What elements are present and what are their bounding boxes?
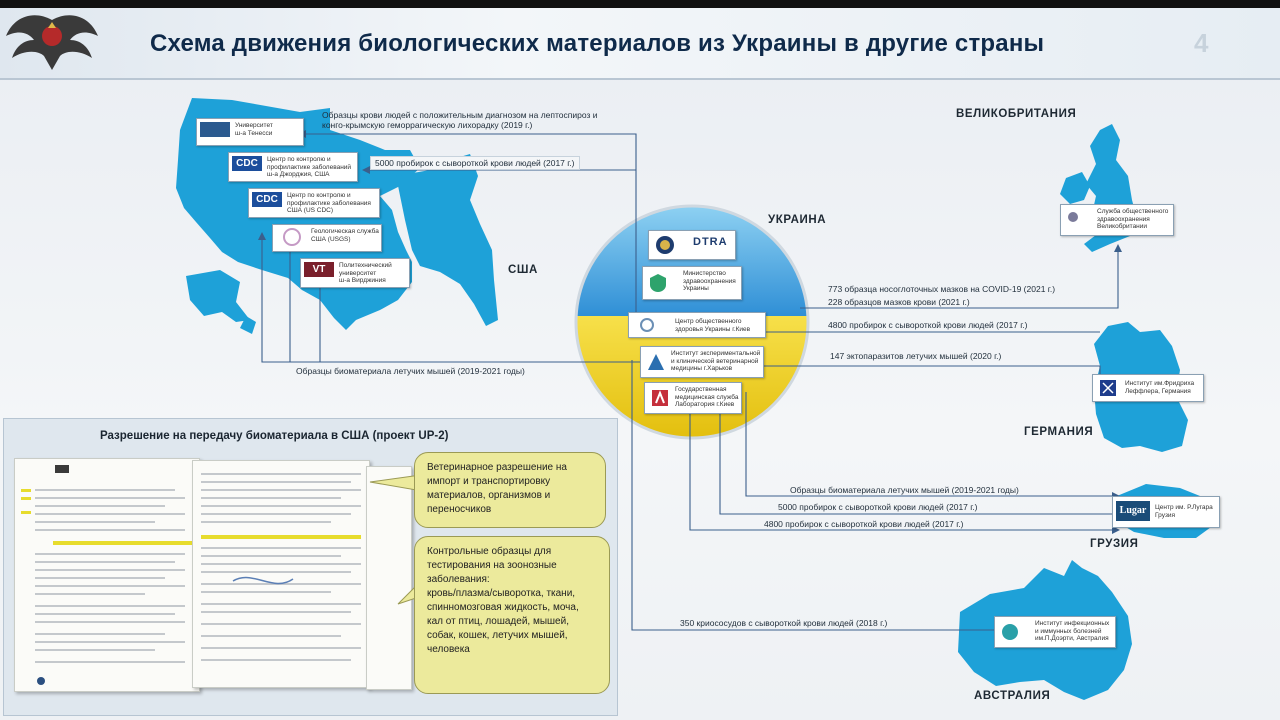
country-uk: ВЕЛИКОБРИТАНИЯ (956, 108, 1077, 120)
samples-note-line: человека (427, 644, 470, 655)
us-lab-card: VT Политехнический университет ш-а Вирдж… (300, 258, 410, 288)
samples-note-line: собак, кошек, летучих мышей, (427, 630, 568, 641)
flow-label: Образцы биоматериала летучих мышей (2019… (790, 485, 1019, 495)
us-lab-card: CDC Центр по контролю и профилактике заб… (228, 152, 358, 182)
slide-header (0, 8, 1280, 80)
flow-label: 350 криососудов с сывороткой крови людей… (680, 618, 888, 628)
flow-label: 4800 пробирок с сывороткой крови людей (… (828, 320, 1028, 330)
ukraine-org-card: Государственная медицинская служба Лабор… (644, 382, 742, 414)
ukraine-org-text: Институт экспериментальной и клинической… (671, 350, 761, 372)
top-bar (0, 0, 1280, 10)
us-lab-text: Центр по контролю и профилактике заболев… (267, 156, 352, 178)
vt-logo-icon: VT (304, 262, 334, 277)
uk-lab-card: Служба общественного здравоохранения Вел… (1060, 204, 1174, 236)
georgia-lab-card: Lugar Центр им. Р.Лугара Грузия (1112, 496, 1220, 528)
country-australia: АВСТРАЛИЯ (974, 690, 1051, 702)
lugar-logo-icon: Lugar (1116, 501, 1150, 521)
ukraine-org-text: Министерство здравоохранения Украины (683, 270, 736, 292)
uk-lab-text: Служба общественного здравоохранения Вел… (1097, 208, 1169, 230)
flow-label: 147 эктопаразитов летучих мышей (2020 г.… (830, 351, 1002, 361)
samples-note-line: заболевания: (427, 574, 490, 585)
us-lab-text: Политехнический университет ш-а Вирджини… (339, 262, 392, 284)
samples-note-line: Контрольные образцы для (427, 546, 552, 557)
permit-note: Ветеринарное разрешение на импорт и тран… (414, 452, 606, 528)
cdc-logo-icon: CDC (252, 192, 282, 207)
phe-logo-icon (1068, 212, 1078, 222)
us-lab-text: Геологическая служба США (USGS) (311, 228, 379, 243)
ukraine-org-text: Государственная медицинская служба Лабор… (675, 386, 739, 408)
us-lab-card: Университет ш-а Тенесси (196, 118, 304, 146)
document-text-lines (201, 473, 361, 661)
university-logo-icon (200, 122, 230, 137)
georgia-lab-text: Центр им. Р.Лугара Грузия (1155, 504, 1213, 519)
ukraine-org-card: Министерство здравоохранения Украины (642, 266, 742, 300)
flow-label: 773 образца носоглоточных мазков на COVI… (828, 284, 1056, 294)
flow-label: Образцы биоматериала летучих мышей (2019… (296, 366, 525, 376)
us-lab-card: CDC Центр по контролю и профилактике заб… (248, 188, 380, 218)
country-usa: США (508, 264, 538, 276)
ukraine-org-card: Центр общественного здоровья Украины г.К… (628, 312, 766, 338)
page-title: Схема движения биологических материалов … (150, 30, 1045, 57)
us-lab-text: Центр по контролю и профилактике заболев… (287, 192, 371, 214)
samples-note-line: кал от птиц, лошадей, мышей, (427, 616, 569, 627)
emblem-icon (6, 15, 98, 70)
dtra-seal-icon (656, 236, 674, 254)
fli-logo-icon (1100, 380, 1116, 396)
flow-label: 228 образцов мазков крови (2021 г.) (828, 297, 970, 307)
germany-lab-card: Институт им.Фридриха Леффлера, Германия (1092, 374, 1204, 402)
flow-label: Образцы крови людей с положительным диаг… (322, 110, 598, 130)
dtra-logo-text: DTRA (693, 236, 728, 248)
samples-note: Контрольные образцы для тестирования на … (414, 536, 610, 694)
usa-map-east (396, 154, 498, 326)
ministry-logo-icon (650, 274, 666, 292)
center-logo-icon (640, 318, 654, 332)
alaska-map (186, 270, 250, 322)
country-ukraine: УКРАИНА (768, 214, 827, 226)
doherty-logo-icon (1002, 624, 1018, 640)
permit-document-page (192, 460, 370, 688)
dtra-card: DTRA (648, 230, 736, 260)
samples-note-line: спинномозговая жидкость, моча, (427, 602, 579, 613)
flow-label: 5000 пробирок с сывороткой крови людей (… (778, 502, 978, 512)
page-number: 4 (1194, 28, 1209, 58)
us-lab-text: Университет ш-а Тенесси (235, 122, 273, 137)
cdc-logo-icon: CDC (232, 156, 262, 171)
australia-lab-text: Институт инфекционных и иммунных болезне… (1035, 620, 1110, 642)
ukraine-org-text: Центр общественного здоровья Украины г.К… (675, 318, 751, 333)
permit-document-page (366, 466, 412, 690)
flow-label: 4800 пробирок с сывороткой крови людей (… (764, 519, 964, 529)
us-lab-card: Геологическая служба США (USGS) (272, 224, 382, 252)
germany-lab-text: Институт им.Фридриха Леффлера, Германия (1125, 380, 1195, 395)
ukraine-org-card: Институт экспериментальной и клинической… (640, 346, 764, 378)
samples-note-line: тестирования на зоонозные (427, 560, 557, 571)
lab-logo-icon (652, 390, 668, 406)
document-text-lines (21, 465, 193, 685)
country-germany: ГЕРМАНИЯ (1024, 426, 1094, 438)
usgs-logo-icon (283, 228, 301, 246)
institute-logo-icon (648, 354, 664, 370)
permit-document-page (14, 458, 200, 692)
flow-label: 5000 пробирок с сывороткой крови людей (… (370, 156, 580, 170)
permit-title: Разрешение на передачу биоматериала в СШ… (100, 430, 449, 442)
australia-lab-card: Институт инфекционных и иммунных болезне… (994, 616, 1116, 648)
ireland-map (1060, 172, 1090, 204)
usa-island (240, 316, 256, 334)
samples-note-line: кровь/плазма/сыворотка, ткани, (427, 588, 576, 599)
country-georgia: ГРУЗИЯ (1090, 538, 1139, 550)
